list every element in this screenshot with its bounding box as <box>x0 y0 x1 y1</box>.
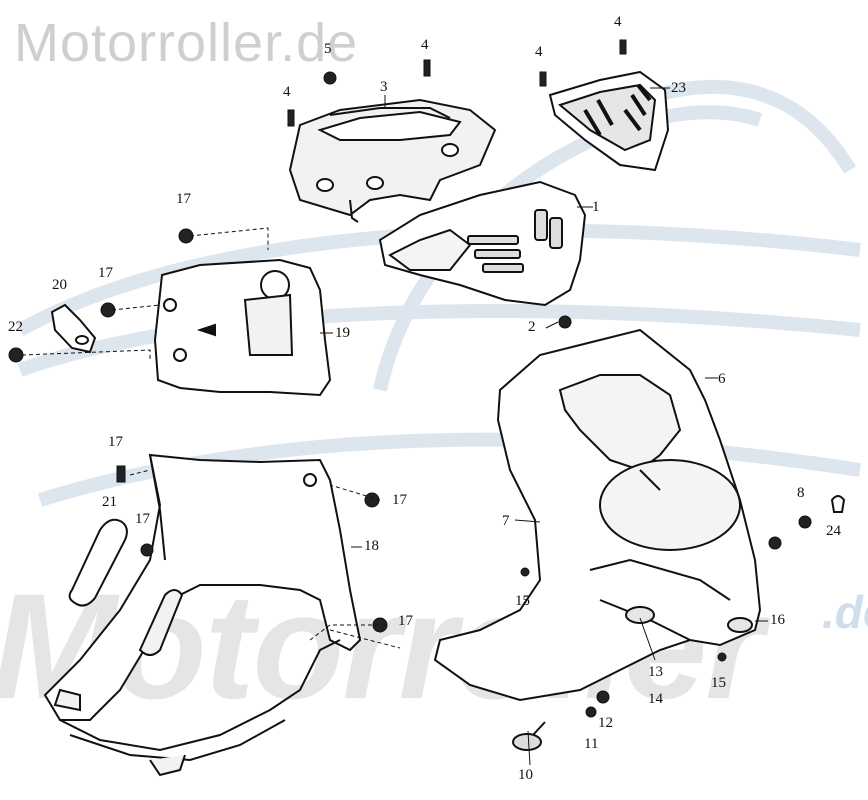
callout-17f: 17 <box>398 613 413 629</box>
watermark-top: Motorroller.de <box>14 13 359 73</box>
callout-24: 24 <box>826 523 841 539</box>
part-11 <box>585 706 597 718</box>
callout-4a: 4 <box>421 37 429 53</box>
bolt-8-b <box>768 536 782 550</box>
callout-15a: 15 <box>515 593 530 609</box>
screw-17-e <box>140 543 154 557</box>
part-20-bracket <box>50 303 97 354</box>
clip-15-a <box>520 567 530 577</box>
clip-15-b <box>717 652 727 662</box>
callout-13: 13 <box>648 664 663 680</box>
callout-10: 10 <box>518 767 533 783</box>
callout-17a: 17 <box>176 191 191 207</box>
callout-16: 16 <box>770 612 785 628</box>
watermark-bottom-suffix: .de <box>822 586 868 638</box>
part-12 <box>596 690 610 704</box>
callout-22: 22 <box>8 319 23 335</box>
bolt-8 <box>798 515 812 529</box>
part-23-front-emblem <box>548 70 670 172</box>
callout-4d: 4 <box>614 14 622 30</box>
screw-4-a <box>423 59 431 77</box>
callout-17d: 17 <box>392 492 407 508</box>
callout-12: 12 <box>598 715 613 731</box>
callout-1: 1 <box>592 199 600 215</box>
fasteners <box>8 39 812 718</box>
part-24-clip <box>830 495 846 513</box>
screw-4-d <box>619 39 627 55</box>
part-18-leg-shield <box>43 453 362 777</box>
callout-21: 21 <box>102 494 117 510</box>
callout-11: 11 <box>584 736 599 752</box>
part-1-headlight-cover <box>378 180 587 307</box>
callout-17b: 17 <box>98 265 113 281</box>
callout-17e: 17 <box>135 511 150 527</box>
screw-17-c <box>116 465 126 483</box>
screw-4-b <box>287 109 295 127</box>
screw-17-f <box>372 617 388 633</box>
part-19-inner-cover <box>153 258 332 397</box>
screw-17-d <box>364 492 380 508</box>
callout-2: 2 <box>528 319 536 335</box>
callout-4c: 4 <box>535 44 543 60</box>
bolt-2 <box>558 315 572 329</box>
callout-19: 19 <box>335 325 350 341</box>
callout-8: 8 <box>797 485 805 501</box>
callout-6: 6 <box>718 371 726 387</box>
callout-18: 18 <box>364 538 379 554</box>
screw-22 <box>8 347 24 363</box>
screw-4-c <box>539 71 547 87</box>
callout-20: 20 <box>52 277 67 293</box>
callout-15b: 15 <box>711 675 726 691</box>
callout-23: 23 <box>671 80 686 96</box>
callout-5: 5 <box>324 41 332 57</box>
callout-14: 14 <box>648 691 663 707</box>
part-10-cap <box>512 721 546 751</box>
part-6-front-shield <box>433 328 762 702</box>
callout-4b: 4 <box>283 84 291 100</box>
leader-lines <box>21 87 768 766</box>
screw-5 <box>323 71 337 85</box>
callout-17c: 17 <box>108 434 123 450</box>
part-21-rubber-pad <box>68 518 128 607</box>
callout-3: 3 <box>380 79 388 95</box>
callout-7: 7 <box>502 513 510 529</box>
part-3-handlebar-cover <box>288 98 497 223</box>
